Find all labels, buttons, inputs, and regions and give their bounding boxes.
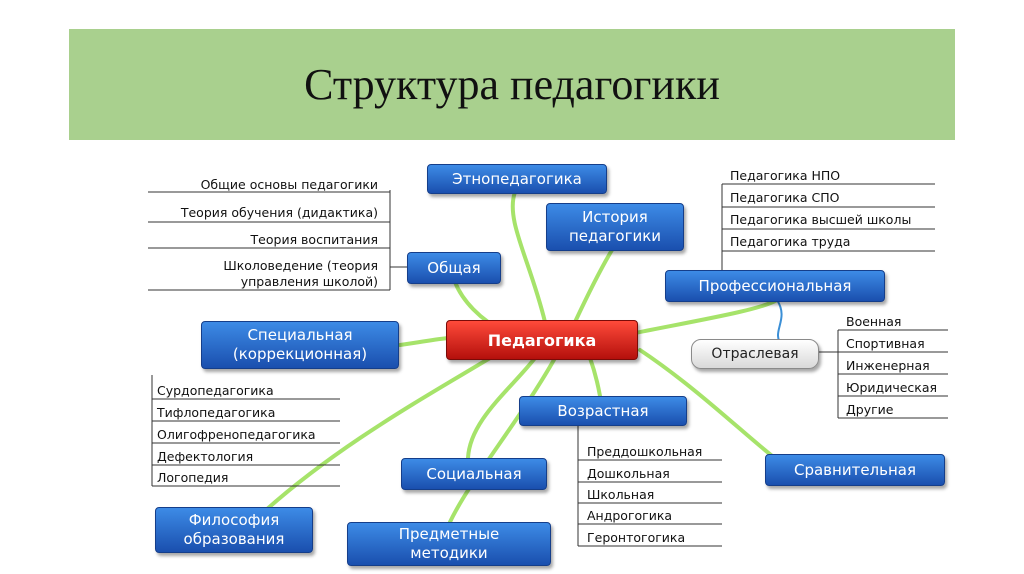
general-item: Теория обучения (дидактика) xyxy=(180,205,378,220)
professional-item: Педагогика высшей школы xyxy=(730,212,912,227)
age-item: Преддошкольная xyxy=(587,444,703,459)
age-item: Геронтогогика xyxy=(587,530,686,545)
age-item: Дошкольная xyxy=(587,466,670,481)
professional-item: Педагогика СПО xyxy=(730,190,840,205)
general-item: Общие основы педагогики xyxy=(200,177,378,192)
professional-item: Педагогика НПО xyxy=(730,168,841,183)
link-subject xyxy=(448,356,557,524)
node-comparative: Сравнительная xyxy=(765,454,945,486)
special-item: Олигофренопедагогика xyxy=(157,427,316,442)
branch-item: Юридическая xyxy=(846,380,937,395)
node-general: Общая xyxy=(407,252,501,284)
node-history: История педагогики xyxy=(546,203,684,251)
branch-item: Спортивная xyxy=(846,336,925,351)
title-band: Структура педагогики xyxy=(69,29,955,140)
link-philosophy xyxy=(253,356,492,522)
node-ethnopedagogy: Этнопедагогика xyxy=(427,164,607,194)
special-item: Тифлопедагогика xyxy=(157,405,276,420)
node-philosophy: Философия образования xyxy=(155,507,313,553)
node-age: Возрастная xyxy=(519,396,687,426)
age-item: Андрогогика xyxy=(587,508,673,523)
special-item: Логопедия xyxy=(157,470,229,485)
node-subject-methods: Предметные методики xyxy=(347,522,551,566)
branch-item: Инженерная xyxy=(846,358,930,373)
link-social xyxy=(466,356,537,460)
node-professional: Профессиональная xyxy=(665,270,885,302)
branch-item: Военная xyxy=(846,314,902,329)
link-comparative xyxy=(638,348,782,464)
special-item: Дефектология xyxy=(157,449,254,464)
link-special xyxy=(398,336,450,347)
branch-item: Другие xyxy=(846,402,894,417)
center-node: Педагогика xyxy=(446,320,638,360)
node-social: Социальная xyxy=(401,458,547,490)
general-bracket xyxy=(389,190,407,290)
general-item: Школоведение (теория xyxy=(223,258,378,273)
link-age xyxy=(588,356,602,398)
professional-item: Педагогика труда xyxy=(730,234,851,249)
link-ethno xyxy=(510,190,547,324)
branch-bracket xyxy=(818,330,839,418)
age-item: Школьная xyxy=(587,487,655,502)
general-item: управления школой) xyxy=(240,274,378,289)
node-branch: Отраслевая xyxy=(691,339,819,369)
page-title: Структура педагогики xyxy=(304,60,720,109)
node-special: Специальная (коррекционная) xyxy=(201,321,399,369)
link-professional xyxy=(633,298,779,335)
general-item: Теория воспитания xyxy=(250,232,378,247)
link-history xyxy=(573,248,614,324)
special-item: Сурдопедагогика xyxy=(157,383,274,398)
